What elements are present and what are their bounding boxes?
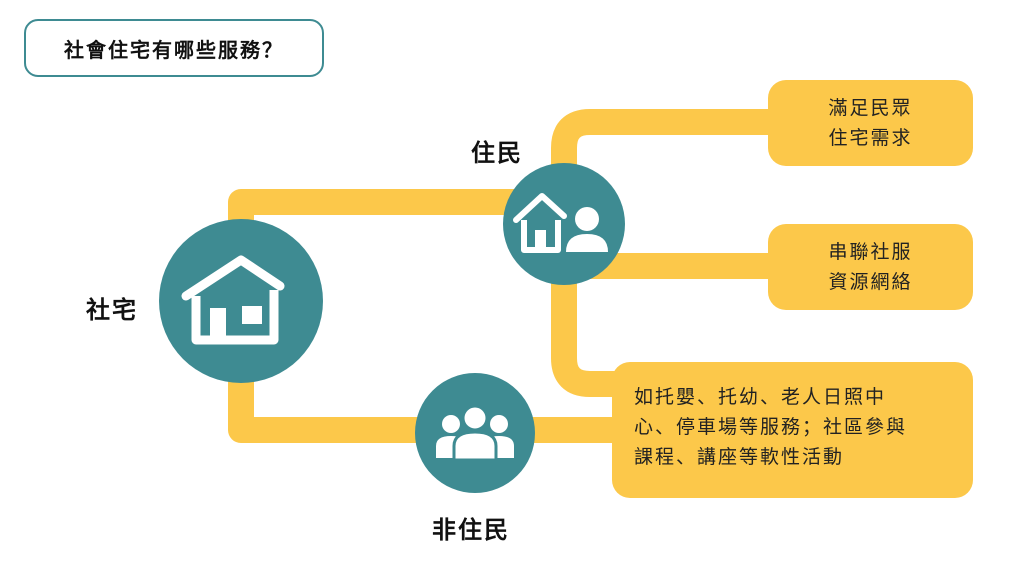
social-housing-label: 社宅 (86, 296, 138, 324)
box-housing-needs: 滿足民眾 住宅需求 (768, 80, 973, 166)
residents-label: 住民 (471, 139, 523, 167)
box-social-network-line-1: 串聯社服 (828, 241, 913, 263)
group-icon (436, 404, 514, 462)
box-facilities: 如托嬰、托幼、老人日照中 心、停車場等服務；社區參與 課程、講座等軟性活動 (612, 362, 973, 498)
box-social-network-line-2: 資源網絡 (828, 271, 913, 293)
box-housing-needs-line-1: 滿足民眾 (828, 97, 913, 119)
box-facilities-line-1: 如托嬰、托幼、老人日照中 (634, 386, 887, 408)
box-facilities-line-2: 心、停車場等服務；社區參與 (634, 416, 908, 438)
house-icon (181, 255, 285, 345)
residents-circle (503, 163, 625, 285)
page-title-text: 社會住宅有哪些服務？ (64, 37, 284, 62)
non-residents-label: 非住民 (432, 516, 510, 544)
non-residents-circle (415, 373, 535, 493)
social-housing-circle (159, 219, 323, 383)
box-facilities-line-3: 課程、講座等軟性活動 (634, 446, 845, 468)
box-social-network: 串聯社服 資源網絡 (768, 224, 973, 310)
box-housing-needs-line-2: 住宅需求 (828, 127, 913, 149)
page-title: 社會住宅有哪些服務？ (24, 19, 324, 77)
house-person-icon (513, 193, 608, 253)
